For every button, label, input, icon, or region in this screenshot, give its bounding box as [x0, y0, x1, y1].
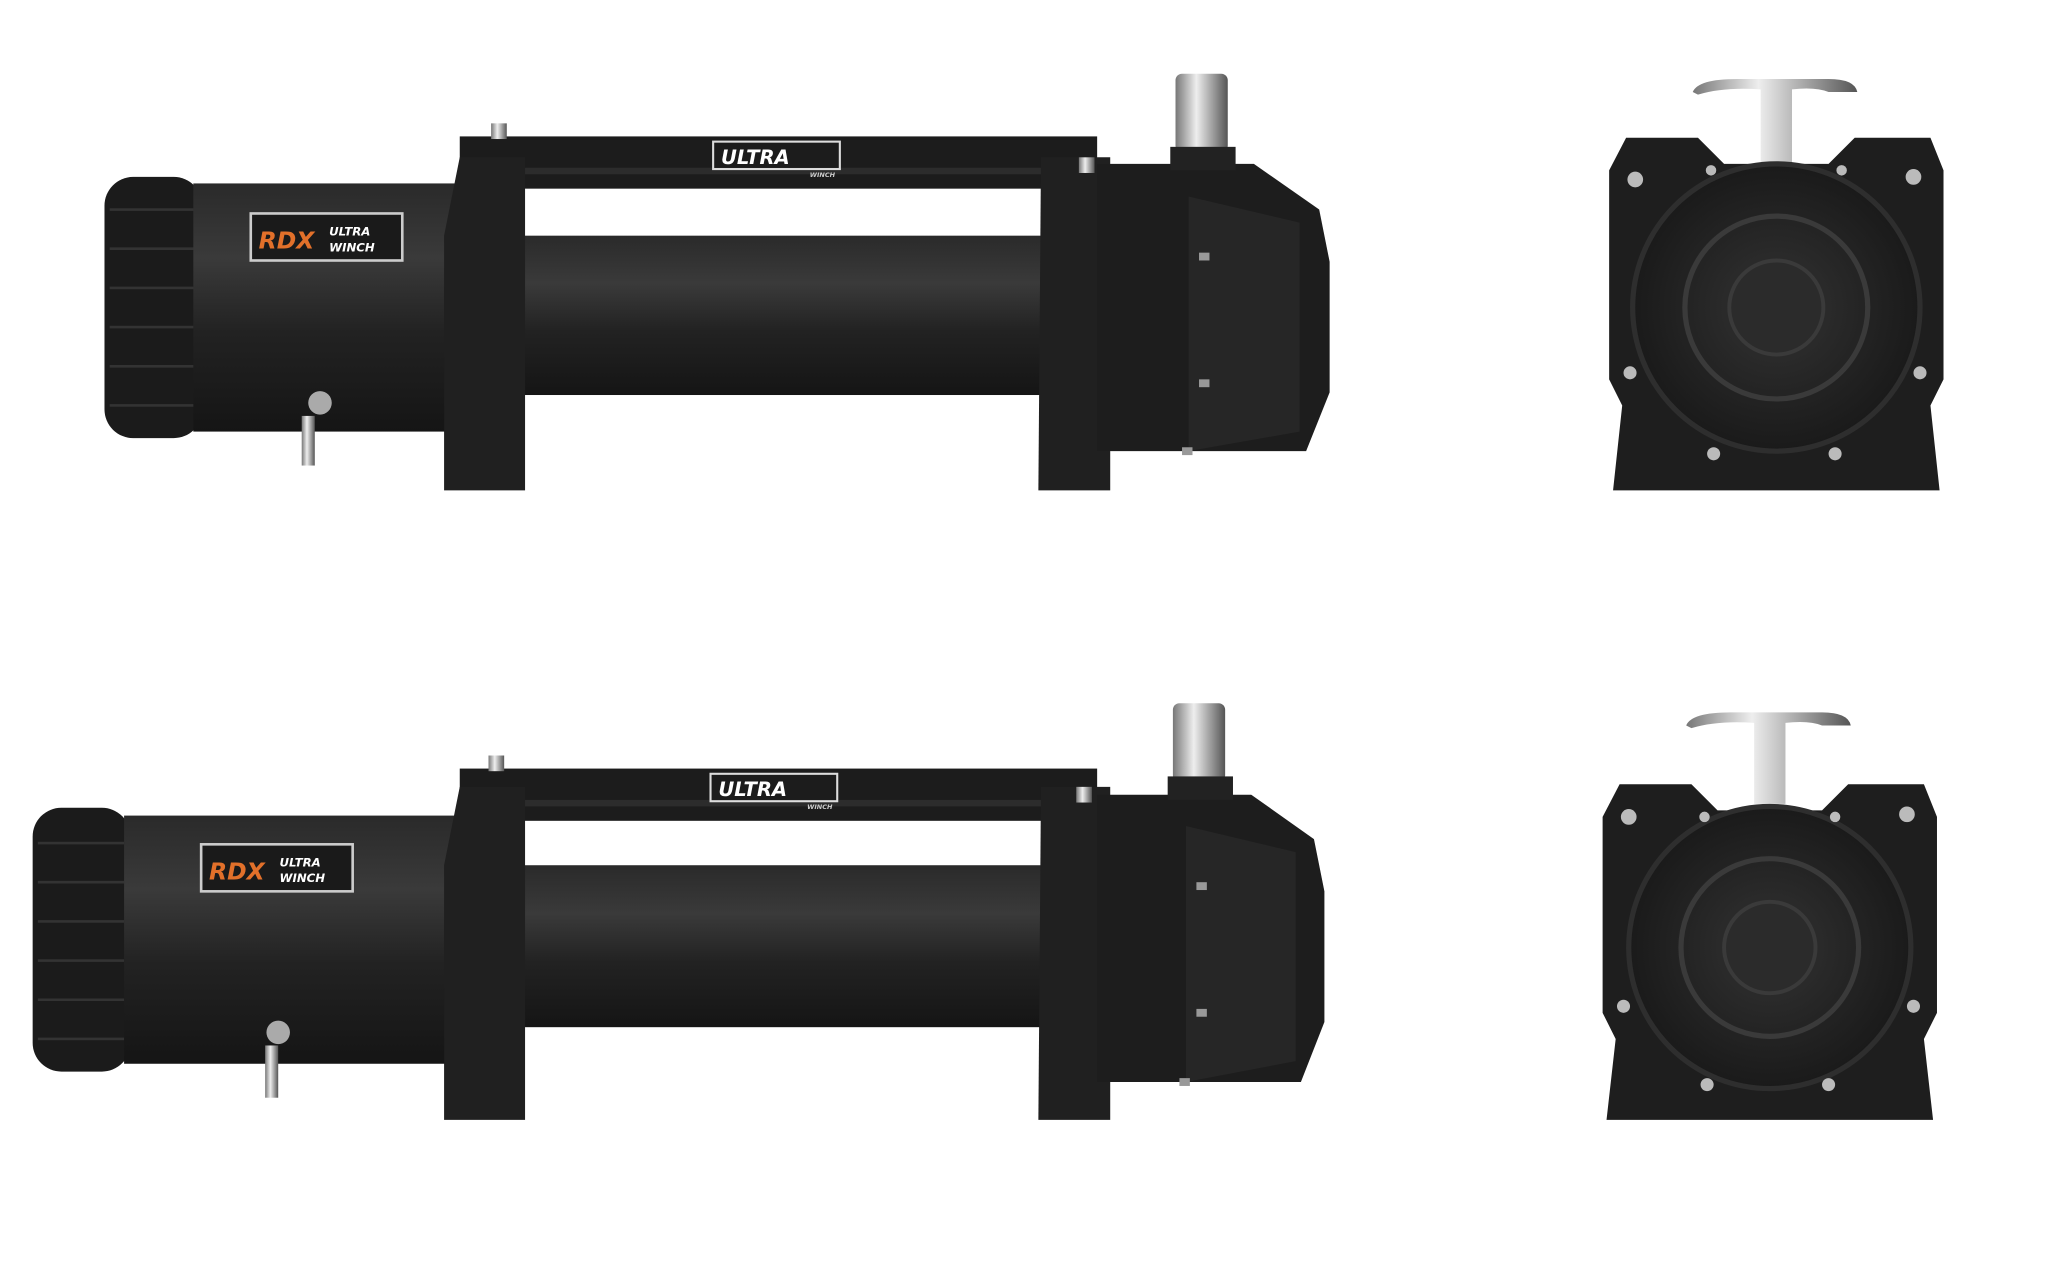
logo-brand: RDX [209, 858, 267, 886]
motor-end-cap [104, 176, 203, 439]
gearbox-cover [1185, 826, 1296, 1083]
bar-logo-main: ULTRA [721, 146, 790, 169]
left-bracket [444, 157, 526, 491]
bracket-bolt [1076, 786, 1092, 803]
logo-line2: WINCH [280, 871, 326, 885]
bracket-bolt [488, 755, 505, 772]
bar-logo-main: ULTRA [718, 778, 787, 801]
motor-logo: RDX ULTRA WINCH [249, 212, 404, 262]
terminal-bolt-icon [308, 391, 332, 415]
tie-bar-edge [459, 799, 1098, 807]
terminal-post [301, 415, 315, 466]
logo-line1: ULTRA [280, 856, 321, 870]
face-ring [1682, 213, 1871, 402]
end-cap-ribs [37, 841, 125, 1041]
clutch-handle [1175, 73, 1228, 153]
tie-bar [459, 136, 1098, 189]
right-bracket [1038, 786, 1111, 1120]
winch-front-view [1602, 712, 1937, 1120]
winch-side-view: RDX ULTRA WINCH ULTRA WINCH [104, 73, 1330, 491]
gearbox-cover [1188, 196, 1300, 452]
housing-bolts [1616, 806, 1920, 1092]
clutch-handle [1172, 703, 1226, 782]
left-bracket [444, 786, 526, 1120]
t-handle [1686, 712, 1851, 804]
clutch-base [1170, 146, 1236, 171]
face-center [1727, 258, 1826, 357]
bracket-bolt [491, 123, 507, 140]
face-ring [1678, 856, 1862, 1039]
right-bracket [1038, 157, 1111, 491]
bar-logo: ULTRA WINCH [712, 140, 841, 179]
logo-line1: ULTRA [329, 225, 370, 239]
housing-bolts [1623, 165, 1927, 461]
bar-logo-sub: WINCH [807, 803, 833, 811]
gearbox-bolts [1182, 252, 1210, 456]
motor-logo: RDX ULTRA WINCH [199, 843, 354, 893]
end-cap-ribs [109, 208, 196, 407]
gearbox-bolts [1179, 882, 1207, 1086]
winch-side-view: RDX ULTRA WINCH ULTRA WINCH [32, 703, 1325, 1120]
bar-logo: ULTRA WINCH [709, 772, 839, 811]
clutch-base [1167, 776, 1233, 800]
winch-front-view [1609, 78, 1944, 491]
motor-end-cap [32, 807, 131, 1072]
bracket-bolt [1078, 157, 1095, 173]
logo-line2: WINCH [329, 240, 375, 254]
logo-brand: RDX [259, 227, 317, 255]
terminal-bolt-icon [266, 1020, 290, 1045]
face-center [1722, 899, 1818, 996]
cable-drum [522, 235, 1045, 396]
cable-drum [522, 865, 1045, 1028]
t-handle [1692, 78, 1858, 171]
bar-logo-sub: WINCH [810, 171, 836, 179]
terminal-post [265, 1045, 279, 1098]
tie-bar-edge [459, 167, 1098, 175]
tie-bar [459, 768, 1098, 821]
